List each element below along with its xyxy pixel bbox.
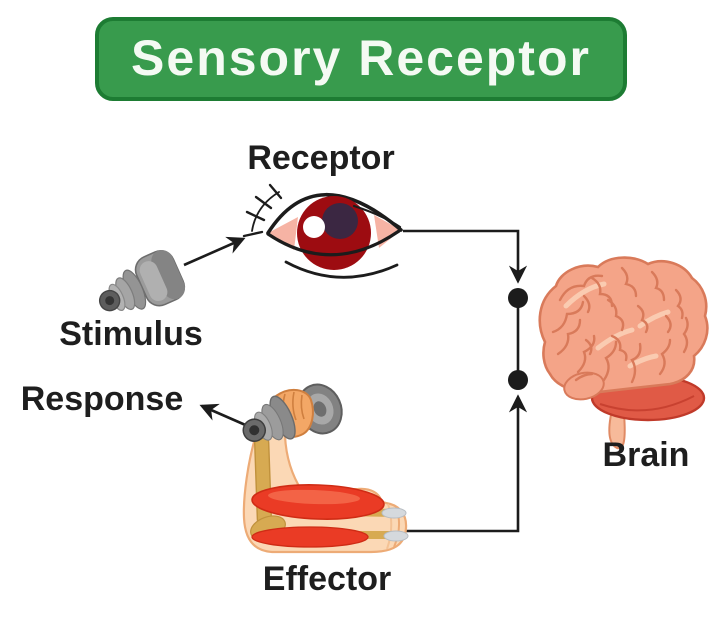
knuckle-line	[300, 394, 305, 420]
brain-stem	[608, 408, 626, 450]
lower-eyelid-accent	[284, 260, 399, 279]
stimulus-label: Stimulus	[59, 315, 203, 353]
eyelashes	[242, 183, 283, 238]
eye-outer-corner	[374, 215, 401, 248]
dumbbell-icon	[98, 249, 186, 312]
hand-dumbbell	[242, 383, 343, 442]
dumbbell-hub-center	[105, 296, 115, 306]
title-banner: Sensory Receptor	[95, 17, 627, 101]
wrist-fold	[386, 503, 393, 550]
receptor-label: Receptor	[247, 139, 395, 177]
knuckle-line	[292, 391, 297, 421]
temporal-lobe	[563, 371, 605, 401]
muscle-highlight	[268, 489, 360, 505]
connectors	[183, 229, 528, 533]
brain-label: Brain	[602, 436, 690, 474]
dumbbell-plate-shade	[151, 249, 186, 300]
cerebellum-fold	[599, 395, 695, 412]
gyri-lines	[551, 266, 689, 384]
stimulus-to-receptor-arrow	[183, 236, 246, 267]
effector-label: Effector	[262, 560, 392, 598]
synapse-dot-upper	[508, 288, 528, 308]
upper-arm-bone	[254, 435, 273, 527]
pupil	[322, 203, 358, 239]
receptor-to-brain-arrow	[403, 229, 528, 284]
lower-eyelid-line	[266, 229, 401, 257]
response-label: Response	[20, 380, 184, 418]
brain-icon	[538, 256, 709, 450]
page-title: Sensory Receptor	[131, 30, 591, 86]
tendon	[383, 530, 409, 542]
upper-eyelid-crease	[352, 204, 402, 229]
dumbbell-back-hub	[313, 401, 327, 417]
eye-highlight	[303, 216, 325, 238]
synapse-dot-lower	[508, 370, 528, 390]
lower-muscle	[251, 526, 369, 548]
dumbbell-plate-sheen	[139, 261, 168, 302]
eye-icon	[242, 183, 403, 279]
brain-to-effector-arrow	[403, 394, 528, 533]
dumbbell-hub-center	[249, 425, 260, 436]
dumbbell-plate	[122, 269, 147, 310]
effector-to-response-arrow	[199, 403, 251, 429]
arm-muscle-icon	[242, 383, 409, 554]
tendon	[381, 507, 407, 519]
eye-inner-corner	[268, 217, 298, 250]
upper-eyelid-line	[266, 192, 403, 235]
